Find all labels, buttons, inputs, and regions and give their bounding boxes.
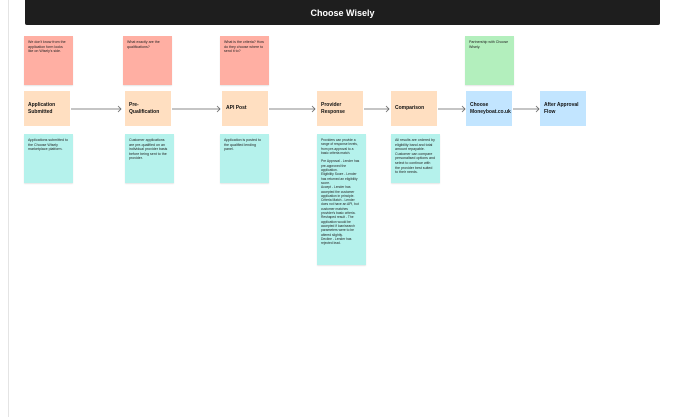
step-comparison[interactable]: Comparison bbox=[391, 91, 437, 126]
partnership-note[interactable]: Partnership with Choose Wisely. bbox=[465, 36, 514, 85]
detail-note[interactable]: Customer applications are pre-qualified … bbox=[125, 134, 174, 183]
step-pre-qualification[interactable]: Pre-Qualification bbox=[125, 91, 171, 126]
canvas-edge bbox=[8, 0, 9, 417]
arrow-connector bbox=[172, 105, 221, 113]
detail-note[interactable]: Providers can provide a range of respons… bbox=[317, 134, 366, 265]
question-note[interactable]: We don't know from the application form … bbox=[24, 36, 73, 85]
arrow-connector bbox=[438, 105, 466, 113]
detail-note[interactable]: Application is posted to the qualified l… bbox=[220, 134, 269, 183]
question-note[interactable]: What exactly are the qualifications? bbox=[123, 36, 172, 85]
step-api-post[interactable]: API Post bbox=[222, 91, 268, 126]
arrow-connector bbox=[269, 105, 316, 113]
arrow-connector bbox=[513, 105, 540, 113]
arrow-connector bbox=[71, 105, 122, 113]
step-application-submitted[interactable]: Application Submitted bbox=[24, 91, 70, 126]
detail-note[interactable]: Applications submitted to the Choose Wis… bbox=[24, 134, 73, 183]
detail-note[interactable]: All results are ordered by eligibility b… bbox=[391, 134, 440, 183]
step-provider-response[interactable]: Provider Response bbox=[317, 91, 363, 126]
step-after-approval-flow[interactable]: After Approval Flow bbox=[540, 91, 586, 126]
board-title: Choose Wisely bbox=[25, 0, 660, 25]
step-choose-moneyboat[interactable]: Choose Moneyboat.co.uk bbox=[466, 91, 512, 126]
arrow-connector bbox=[364, 105, 390, 113]
question-note[interactable]: What is the criteria? How do they choose… bbox=[220, 36, 269, 85]
